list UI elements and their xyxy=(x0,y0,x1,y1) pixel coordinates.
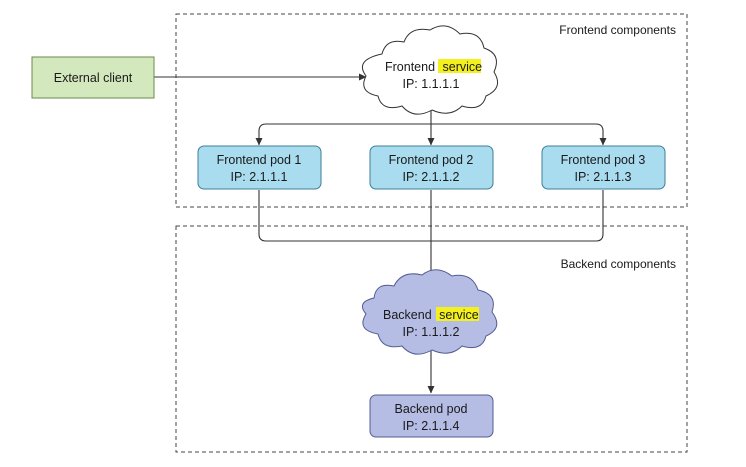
frontend-pod-1-ip: IP: 2.1.1.1 xyxy=(231,170,288,184)
frontend-pod-2-box xyxy=(369,145,494,190)
backend-components-label: Backend components xyxy=(561,257,676,271)
backend-service-ip: IP: 1.1.1.2 xyxy=(403,325,460,339)
frontend-pod-3-name: Frontend pod 3 xyxy=(561,153,646,167)
service-to-pod1-arrow xyxy=(255,123,431,146)
backend-service-name-prefix: Backend xyxy=(383,308,432,322)
backend-service-highlight xyxy=(436,307,479,321)
frontend-service-highlight xyxy=(438,59,481,73)
pod3-to-backend-connector xyxy=(431,190,604,242)
service-to-pod3-arrow xyxy=(431,123,607,146)
frontend-pod-2-name: Frontend pod 2 xyxy=(389,153,474,167)
external-client-label: External client xyxy=(54,71,133,85)
pod1-to-backend-connector xyxy=(258,190,431,242)
backend-pod-name: Backend pod xyxy=(395,402,468,416)
frontend-pod-1-box xyxy=(197,145,322,190)
frontend-pod-3-box xyxy=(541,145,666,190)
frontend-service-name-highlighted: service xyxy=(443,60,483,74)
frontend-service-cloud xyxy=(362,25,499,115)
backend-service-cloud xyxy=(361,269,498,355)
backend-service-name-highlighted: service xyxy=(439,308,479,322)
frontend-service-ip: IP: 1.1.1.1 xyxy=(403,77,460,91)
backend-service-name: Backend service xyxy=(383,307,479,322)
backend-pod-ip: IP: 2.1.1.4 xyxy=(403,419,460,433)
svg-text:Backend service: Backend service xyxy=(383,308,479,322)
frontend-pod-1-name: Frontend pod 1 xyxy=(217,153,302,167)
frontend-pod-3-ip: IP: 2.1.1.3 xyxy=(575,170,632,184)
svg-text:Frontend service: Frontend service xyxy=(385,60,482,74)
external-client-box xyxy=(31,56,155,99)
backend-pod-box xyxy=(369,394,494,438)
frontend-components-label: Frontend components xyxy=(559,23,676,37)
frontend-service-name: Frontend service xyxy=(385,59,482,74)
frontend-pod-2-ip: IP: 2.1.1.2 xyxy=(403,170,460,184)
frontend-service-name-prefix: Frontend xyxy=(385,60,435,74)
